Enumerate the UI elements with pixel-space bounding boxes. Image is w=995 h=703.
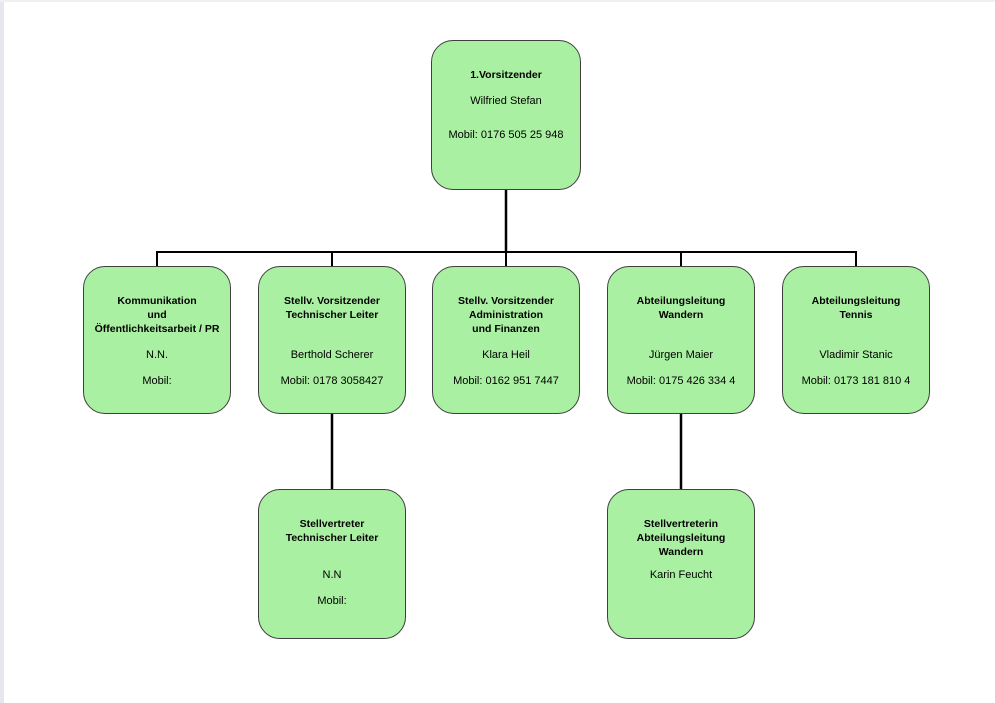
mobile-number: Mobil: 0175 426 334 4 bbox=[626, 375, 736, 387]
role-title: Stellv. Vorsitzender Administration und … bbox=[458, 295, 554, 335]
org-box-stellvertreterin-wandern: Stellvertreterin Abteilungsleitung Wande… bbox=[607, 489, 755, 639]
role-title: Kommunikation und Öffentlichkeitsarbeit … bbox=[94, 295, 220, 335]
org-box-stellv-administration-finanzen: Stellv. Vorsitzender Administration und … bbox=[432, 266, 580, 414]
role-title: Stellvertreterin Abteilungsleitung Wande… bbox=[636, 518, 726, 558]
role-title: Abteilungsleitung Wandern bbox=[636, 295, 726, 321]
person-name: Vladimir Stanic bbox=[819, 349, 893, 361]
org-box-stellvertreter-technischer-leiter: Stellvertreter Technischer Leiter N.N Mo… bbox=[258, 489, 406, 639]
org-box-1-vorsitzender: 1.Vorsitzender Wilfried Stefan Mobil: 01… bbox=[431, 40, 581, 190]
person-name: Karin Feucht bbox=[649, 569, 713, 581]
mobile-number: Mobil: 0178 3058427 bbox=[280, 375, 384, 387]
person-name: Berthold Scherer bbox=[290, 349, 374, 361]
org-box-kommunikation-pr: Kommunikation und Öffentlichkeitsarbeit … bbox=[83, 266, 231, 414]
mobile-number: Mobil: 0162 951 7447 bbox=[453, 375, 559, 387]
mobile-number: Mobil: bbox=[142, 375, 172, 387]
role-title: 1.Vorsitzender bbox=[470, 69, 542, 81]
role-title: Stellv. Vorsitzender Technischer Leiter bbox=[284, 295, 380, 321]
page-left-edge bbox=[0, 2, 4, 703]
org-box-stellv-technischer-leiter: Stellv. Vorsitzender Technischer Leiter … bbox=[258, 266, 406, 414]
org-box-abteilungsleitung-wandern: Abteilungsleitung Wandern Jürgen Maier M… bbox=[607, 266, 755, 414]
person-name: Jürgen Maier bbox=[648, 349, 714, 361]
person-name: N.N. bbox=[146, 349, 168, 361]
role-title: Abteilungsleitung Tennis bbox=[811, 295, 901, 321]
org-box-abteilungsleitung-tennis: Abteilungsleitung Tennis Vladimir Stanic… bbox=[782, 266, 930, 414]
mobile-number: Mobil: 0176 505 25 948 bbox=[448, 129, 564, 141]
page-top-edge bbox=[0, 0, 995, 2]
person-name: N.N bbox=[322, 569, 342, 581]
person-name: Wilfried Stefan bbox=[470, 95, 542, 107]
mobile-number: Mobil: bbox=[317, 595, 347, 607]
role-title: Stellvertreter Technischer Leiter bbox=[285, 518, 379, 544]
mobile-number: Mobil: 0173 181 810 4 bbox=[801, 375, 911, 387]
person-name: Klara Heil bbox=[482, 349, 530, 361]
